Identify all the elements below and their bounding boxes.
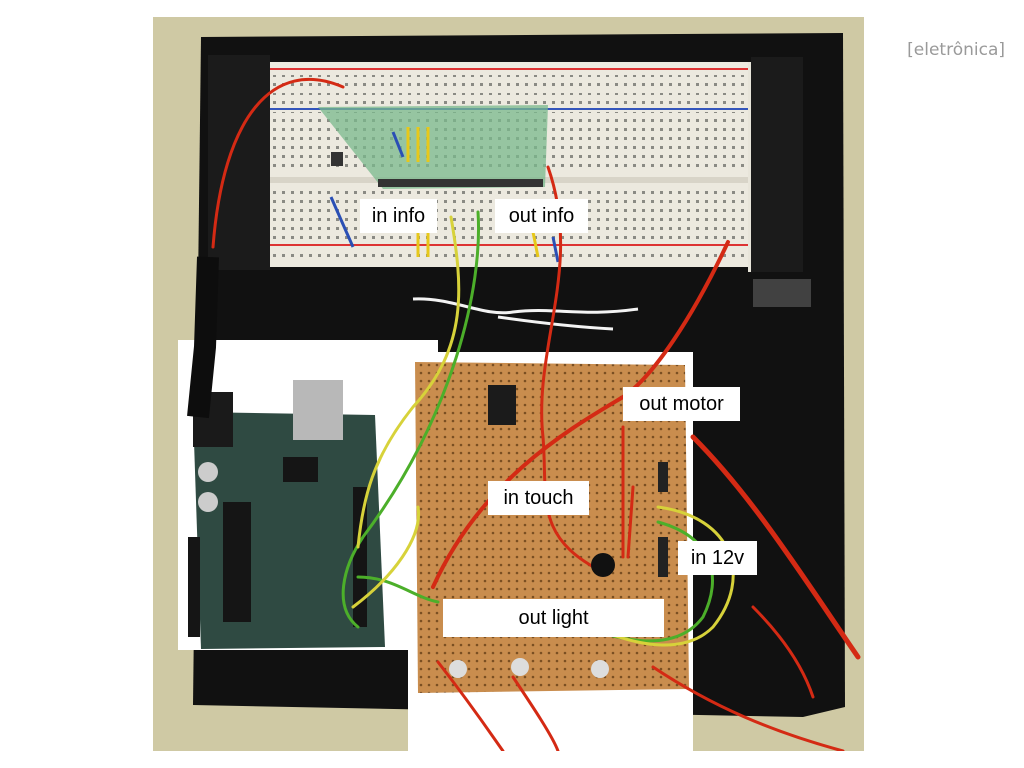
green-wire-info [341,210,480,629]
black-knob [591,553,615,577]
tape-right [751,57,803,272]
tape-left [208,55,270,270]
label-in-touch: in touch [488,481,589,515]
shield-board [318,105,548,189]
yellow-wire-info [356,215,461,549]
slide-category-tag: [eletrônica] [907,40,1005,60]
power-cable [187,256,219,419]
label-out-info: out info [495,199,588,233]
red-wire-motor [431,240,730,589]
yellow-wire-12v [611,505,735,647]
red-wire-left [211,77,345,249]
red-wires-bottom [436,660,505,751]
red-wire-center [540,165,605,574]
label-out-motor: out motor [623,387,740,421]
label-in-12v: in 12v [678,541,757,575]
label-in-info: in info [360,199,437,233]
label-out-light: out light [443,599,664,637]
tape-bottom-right [753,279,811,307]
red-wire-right [690,434,861,660]
arduino-board [178,340,438,650]
white-wire [412,297,639,315]
circuit-photo [153,17,864,751]
